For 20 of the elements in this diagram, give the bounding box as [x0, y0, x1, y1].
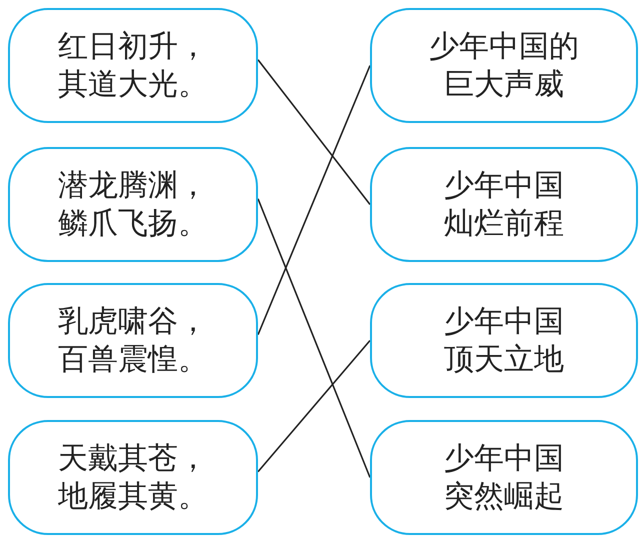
- box-text: 潜龙腾渊，鳞爪飞扬。: [58, 168, 208, 242]
- rounded-box: [370, 8, 638, 123]
- box-text: 天戴其苍，地履其黄。: [58, 441, 208, 514]
- box-text: 少年中国突然崛起: [444, 441, 564, 514]
- rounded-box: [8, 420, 258, 535]
- rounded-box: [370, 283, 638, 398]
- rounded-box: [8, 8, 258, 123]
- rounded-box: [370, 420, 638, 535]
- rounded-box: [8, 283, 258, 398]
- connector-line: [257, 65, 371, 336]
- connector-line: [257, 198, 371, 478]
- box-text: 少年中国灿烂前程: [444, 168, 564, 242]
- rounded-box: [8, 147, 258, 262]
- connector-line: [257, 59, 371, 205]
- box-text: 红日初升，其道大光。: [58, 29, 208, 102]
- box-text: 少年中国的巨大声威: [429, 29, 579, 102]
- connector-line: [257, 340, 371, 472]
- box-text: 少年中国顶天立地: [444, 304, 564, 378]
- rounded-box: [370, 147, 638, 262]
- box-text: 乳虎啸谷，百兽震惶。: [58, 304, 208, 378]
